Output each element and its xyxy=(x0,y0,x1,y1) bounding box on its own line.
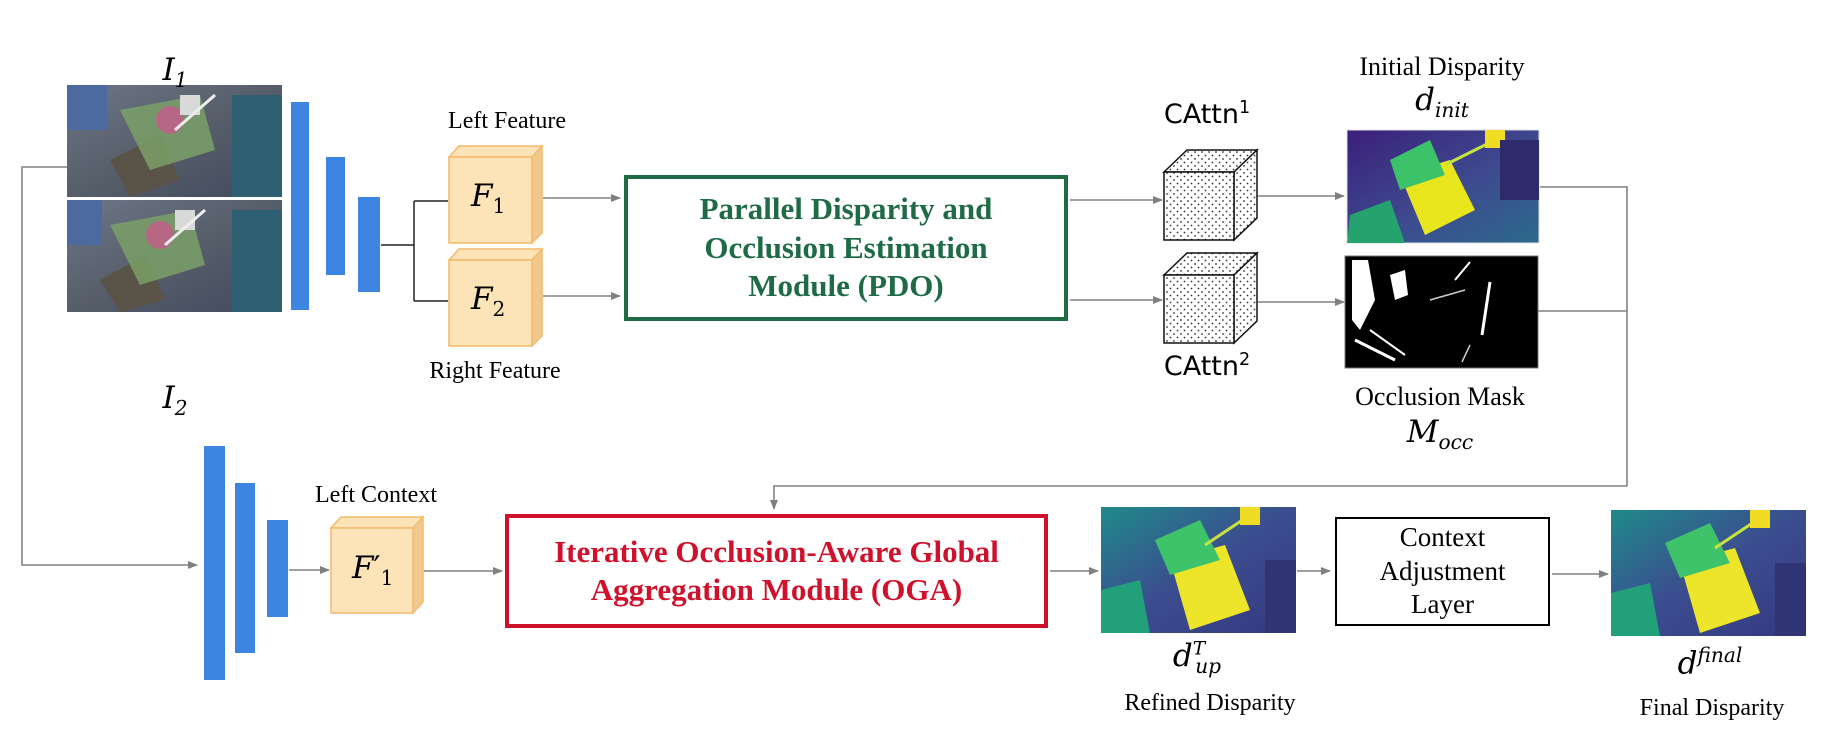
oga-module: Iterative Occlusion-Aware Global Aggrega… xyxy=(505,514,1048,628)
context-adjustment-line: Layer xyxy=(1411,589,1474,620)
initial-disparity-title: Initial Disparity xyxy=(1359,52,1525,81)
final-disparity-label: Final Disparity xyxy=(1639,695,1785,721)
refined-disparity-image xyxy=(1101,507,1296,633)
final-disparity-image xyxy=(1611,510,1806,636)
feature-box-f2 xyxy=(447,247,544,348)
encoder-bar xyxy=(358,197,380,292)
pdo-module: Parallel Disparity and Occlusion Estimat… xyxy=(624,175,1068,321)
oga-line: Aggregation Module (OGA) xyxy=(590,572,963,607)
cattn-cube-1 xyxy=(1162,148,1259,242)
oga-line: Iterative Occlusion-Aware Global xyxy=(554,533,999,569)
encoder-bar xyxy=(291,102,309,310)
right-feature-label: Right Feature xyxy=(429,358,561,384)
skip-connector xyxy=(21,166,198,569)
cattn1-label: CAttn1 xyxy=(1163,98,1251,130)
final-disparity-symbol: dfinal xyxy=(1677,643,1743,682)
initial-disparity-symbol: dinit xyxy=(1415,82,1469,123)
refined-disparity-symbol: dTup xyxy=(1172,638,1222,679)
pdo-line: Parallel Disparity and xyxy=(699,191,993,227)
cattn-cube-2 xyxy=(1162,251,1259,345)
initial-disparity-image xyxy=(1346,129,1540,244)
left-feature-label: Left Feature xyxy=(448,108,566,134)
feature-split-connector xyxy=(381,200,448,302)
cattn2-label: CAttn2 xyxy=(1163,350,1251,382)
feature-box-f1 xyxy=(447,144,544,245)
feature-box-fprime xyxy=(329,515,425,615)
pdo-line: Occlusion Estimation xyxy=(704,229,988,265)
encoder-bar xyxy=(235,483,255,653)
left-context-label: Left Context xyxy=(315,482,437,508)
f2-label: F2 xyxy=(471,281,506,322)
context-adjustment-line: Adjustment xyxy=(1379,555,1506,586)
input-right-label: I2 xyxy=(162,380,188,421)
feedback-connector xyxy=(770,186,1628,510)
context-adjustment-line: Context xyxy=(1399,522,1486,553)
pdo-line: Module (PDO) xyxy=(748,268,944,304)
encoder-bar xyxy=(267,520,288,617)
encoder-bar xyxy=(326,157,345,275)
encoder-bar xyxy=(204,446,225,680)
f1-label: F1 xyxy=(471,178,506,219)
occlusion-mask-title: Occlusion Mask xyxy=(1355,382,1525,411)
input-image-right xyxy=(67,200,282,312)
input-left-label: I1 xyxy=(162,52,188,93)
occlusion-mask-image xyxy=(1344,255,1539,369)
occlusion-mask-symbol: Mocc xyxy=(1406,414,1474,455)
refined-disparity-label: Refined Disparity xyxy=(1124,690,1296,716)
input-image-left xyxy=(67,85,282,197)
fprime-label: F′1 xyxy=(352,550,394,591)
context-adjustment-layer: Context Adjustment Layer xyxy=(1335,517,1550,626)
